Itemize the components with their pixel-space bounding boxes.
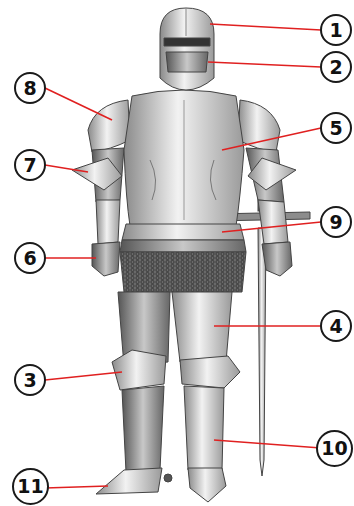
callout-number: 11	[17, 477, 43, 496]
callout-circle: 9	[320, 206, 352, 238]
callout-number: 1	[329, 21, 342, 40]
callout-circle: 4	[320, 310, 352, 342]
callout-circle: 2	[320, 51, 352, 83]
callout-circle: 10	[316, 430, 353, 467]
callout-number: 3	[23, 371, 36, 390]
callout-number: 2	[329, 58, 342, 77]
callout-number: 7	[23, 156, 36, 175]
callout-circle: 6	[14, 242, 46, 274]
callout-circle: 7	[14, 149, 46, 181]
callout-number: 8	[23, 79, 36, 98]
callout-circle: 1	[320, 14, 352, 46]
callout-circle: 11	[12, 468, 49, 505]
callout-circle: 8	[14, 72, 46, 104]
callout-number: 5	[329, 119, 342, 138]
callout-number: 10	[321, 439, 347, 458]
callout-circle: 3	[14, 364, 46, 396]
callout-number: 4	[329, 317, 342, 336]
callout-circle: 5	[320, 112, 352, 144]
callout-number: 6	[23, 249, 36, 268]
callout-number: 9	[329, 213, 342, 232]
